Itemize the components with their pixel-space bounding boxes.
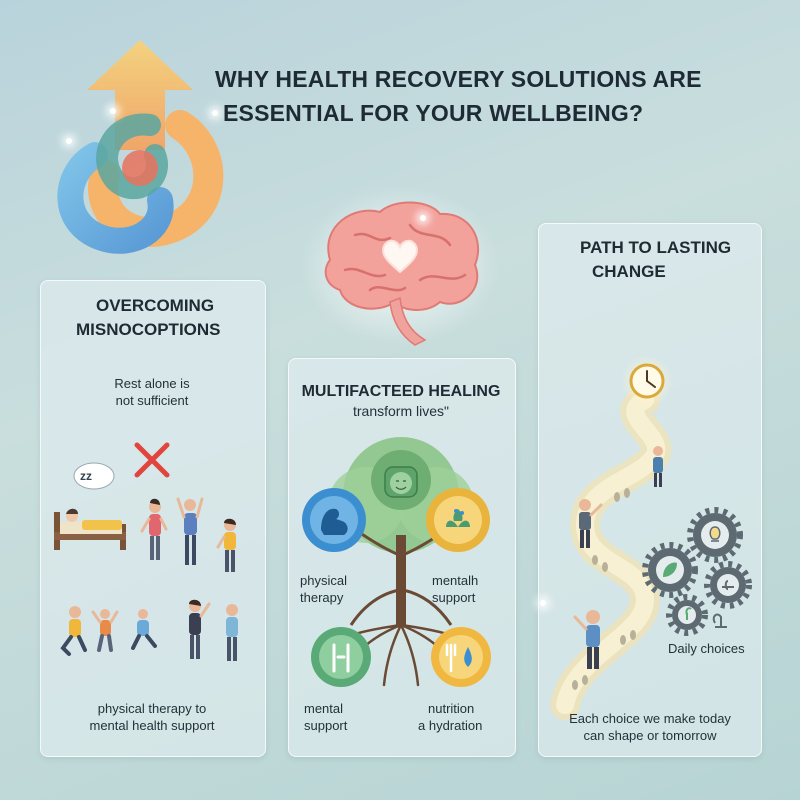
title-line-1: WHY HEALTH RECOVERY SOLUTIONS ARE [215,66,702,92]
label-nutrition-line-2: a hydration [418,718,483,733]
label-mental-top-line-2: support [432,590,476,605]
label-physical-line-2: therapy [300,590,344,605]
people-therapy-icon [60,599,238,661]
right-footer-line-1: Each choice we make today [569,711,731,726]
left-footer-line-1: physical therapy to [97,701,207,716]
misconceptions-title-line-2: MISNOCOPTIONS [76,320,221,339]
misconceptions-title: OVERCOMING MISNOCOPTIONS [68,294,248,342]
rest-statement: Rest alone is not sufficient [60,375,244,409]
label-physical-therapy: physical therapy [300,572,370,606]
label-nutrition: nutrition a hydration [418,700,508,734]
healing-subtitle: transform lives" [353,403,449,419]
misconceptions-title-line-1: OVERCOMING [96,296,215,315]
path-journey-icon [550,355,752,720]
zzz-label: zz [80,469,92,483]
right-footer-line-2: can shape or tomorrow [583,728,717,743]
label-nutrition-line-1: nutrition [428,701,475,716]
brain-heart-icon [300,185,500,346]
left-footer-line-2: mental health support [89,718,215,733]
bed-sleeping-icon [54,462,126,550]
cross-icon [134,442,170,478]
label-physical-line-1: physical [300,573,347,588]
label-mental-support-top: mentalh support [432,572,502,606]
lasting-change-title: PATH TO LASTING CHANGE [580,236,750,284]
daily-choices-label: Daily choices [668,641,745,656]
lasting-change-title-line-2: CHANGE [592,262,666,281]
lasting-change-title-line-1: PATH TO LASTING [580,238,732,257]
left-footer-text: physical therapy to mental health suppor… [60,700,244,734]
page-title: WHY HEALTH RECOVERY SOLUTIONS ARE ESSENT… [215,62,735,130]
people-exercising-icon [140,497,236,572]
label-mental-support-bottom: mental support [304,700,374,734]
healing-tree-icon [302,437,491,687]
rest-statement-line-2: not sufficient [115,393,189,408]
right-footer-text: Each choice we make today can shape or t… [548,710,752,744]
label-mental-top-line-1: mentalh [432,573,479,588]
title-line-2: ESSENTIAL FOR YOUR WELLBEING? [223,100,644,126]
rest-statement-line-1: Rest alone is [114,376,190,391]
label-mental-bottom-line-2: support [304,718,348,733]
label-mental-bottom-line-1: mental [304,701,344,716]
recovery-arrow-logo-icon [57,40,224,254]
healing-title: MULTIFACTEED HEALING [301,383,501,400]
